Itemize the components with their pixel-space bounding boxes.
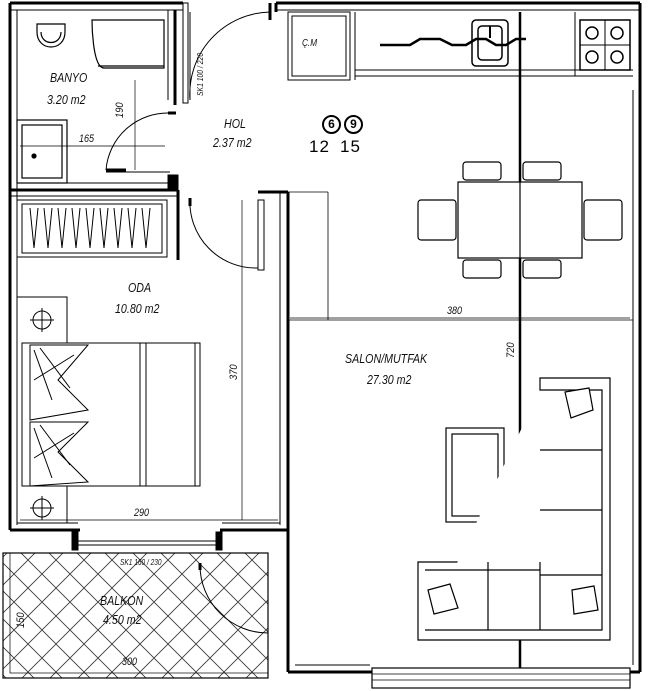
- oda-name: ODA: [128, 280, 152, 295]
- unit-number-1: 12: [309, 137, 330, 156]
- dimension-290: 290: [134, 507, 150, 519]
- unit-circle-1: 6: [322, 115, 341, 134]
- double-bed: [16, 200, 278, 524]
- corner-sofa: [417, 377, 611, 641]
- outer-walls: [8, 1, 642, 689]
- dimension-370: 370: [228, 364, 240, 380]
- dining-table: [417, 161, 623, 279]
- dimension-720: 720: [505, 342, 517, 358]
- unit-circle-2: 9: [344, 115, 363, 134]
- banyo-area: 3.20 m2: [47, 92, 86, 107]
- balkon-name: BALKON: [100, 593, 144, 608]
- salon-area: 27.30 m2: [367, 372, 412, 387]
- bedroom-door[interactable]: [188, 197, 259, 269]
- balkon-area: 4.50 m2: [103, 612, 142, 627]
- kitchen-counter: [287, 11, 633, 81]
- oda-area: 10.80 m2: [115, 301, 160, 316]
- dimension-150: 150: [15, 612, 27, 628]
- dimension-300: 300: [122, 656, 138, 668]
- dimension-165: 165: [79, 133, 95, 145]
- banyo-name: BANYO: [50, 70, 88, 85]
- washing-machine-label: Ç.M: [302, 38, 318, 49]
- hol-area: 2.37 m2: [213, 135, 252, 150]
- balcony-door[interactable]: [198, 553, 269, 634]
- balcony-floor: [2, 552, 269, 679]
- salon-name: SALON/MUTFAK: [345, 351, 428, 366]
- bathroom-fixtures: [16, 19, 165, 184]
- hol-name: HOL: [224, 116, 246, 131]
- entrance-door[interactable]: [189, 3, 272, 101]
- wardrobe: [16, 199, 168, 258]
- dimension-190: 190: [114, 102, 126, 118]
- unit-number-2: 15: [340, 137, 361, 156]
- balcony-door-label: SK1 160 / 230: [120, 558, 162, 567]
- hol-door-label: SK1 100 / 220: [196, 52, 205, 96]
- bathroom-door[interactable]: [105, 111, 176, 173]
- dimension-380: 380: [447, 305, 463, 317]
